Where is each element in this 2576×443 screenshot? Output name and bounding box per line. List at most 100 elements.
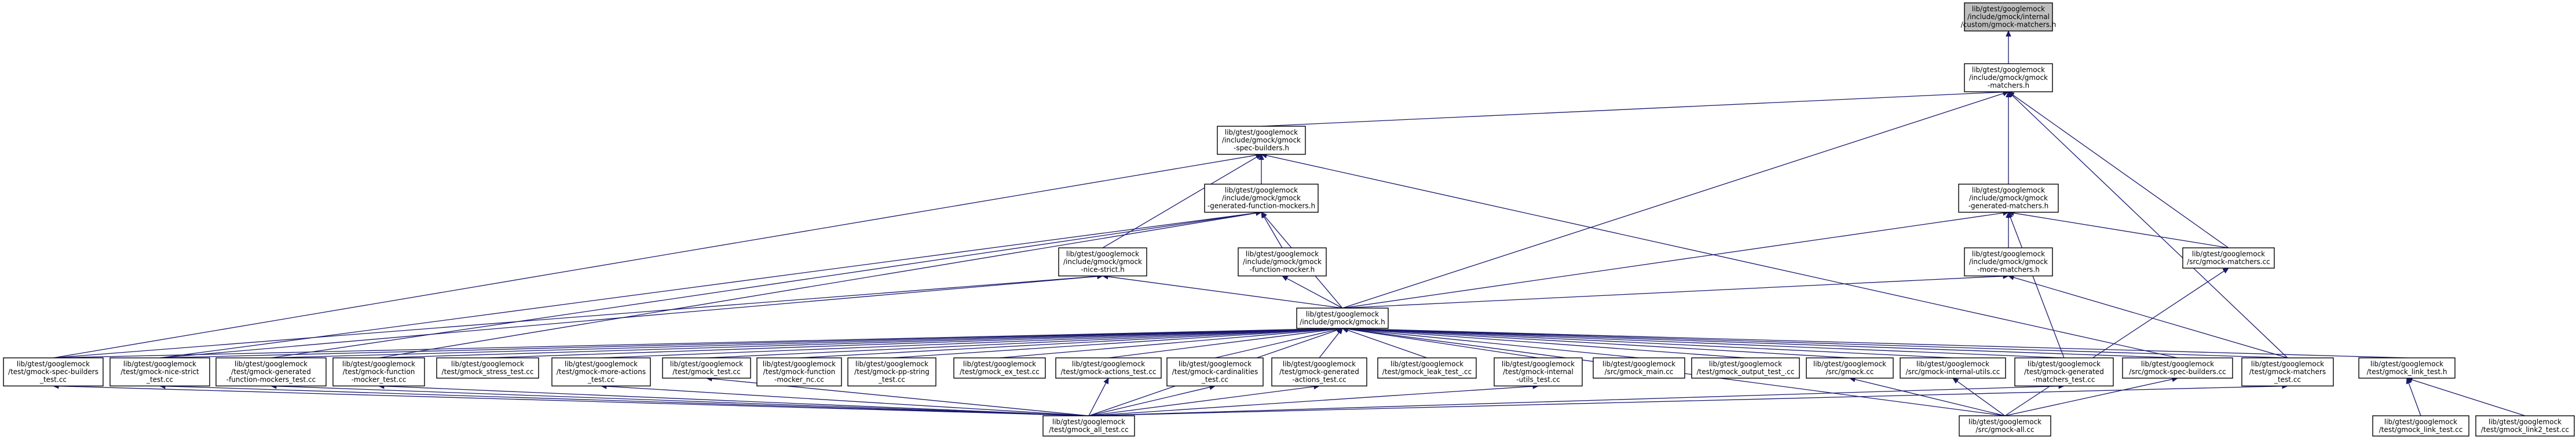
node-t_link2[interactable]: lib/gtest/googlemock/test/gmock_link2_te… bbox=[2475, 415, 2575, 437]
node-box[interactable] bbox=[1204, 184, 1319, 213]
node-t_function_mocker_nc[interactable]: lib/gtest/googlemock/test/gmock-function… bbox=[756, 357, 842, 387]
node-label-line: lib/gtest/googlemock bbox=[963, 360, 1036, 368]
node-root[interactable]: lib/gtest/googlemock/include/gmock/inter… bbox=[1961, 2, 2057, 32]
node-box[interactable] bbox=[2122, 357, 2233, 379]
node-label-line: /include/gmock/gmock bbox=[1222, 136, 1301, 144]
node-box[interactable] bbox=[1271, 357, 1367, 387]
node-gen_function_mockers_h[interactable]: lib/gtest/googlemock/include/gmock/gmock… bbox=[1204, 184, 1319, 213]
node-box[interactable] bbox=[2241, 357, 2334, 387]
node-t_more_actions[interactable]: lib/gtest/googlemock/test/gmock-more-act… bbox=[551, 357, 651, 387]
node-box[interactable] bbox=[551, 357, 651, 387]
node-t_stress[interactable]: lib/gtest/googlemock/test/gmock_stress_t… bbox=[436, 357, 539, 379]
node-src_gmock_main[interactable]: lib/gtest/googlemock/src/gmock_main.cc bbox=[1593, 357, 1685, 379]
node-src_gmock_cc[interactable]: lib/gtest/googlemock/src/gmock.cc bbox=[1806, 357, 1894, 379]
node-t_link[interactable]: lib/gtest/googlemock/test/gmock_link_tes… bbox=[2372, 415, 2469, 437]
node-label-line: /test/gmock-pp-string bbox=[854, 368, 930, 376]
node-box[interactable] bbox=[3, 357, 104, 387]
node-gmock_matchers_h[interactable]: lib/gtest/googlemock/include/gmock/gmock… bbox=[1964, 63, 2053, 93]
node-t_gmock_test[interactable]: lib/gtest/googlemock/test/gmock_test.cc bbox=[662, 357, 751, 379]
node-box[interactable] bbox=[215, 357, 327, 387]
node-src_gmock_matchers_cc[interactable]: lib/gtest/googlemock/src/gmock-matchers.… bbox=[2182, 247, 2275, 269]
node-src_gmock_all[interactable]: lib/gtest/googlemock/src/gmock-all.cc bbox=[1959, 415, 2051, 437]
node-gen_matchers_h[interactable]: lib/gtest/googlemock/include/gmock/gmock… bbox=[1958, 184, 2059, 213]
node-src_internal_utils[interactable]: lib/gtest/googlemock/src/gmock-internal-… bbox=[1900, 357, 2006, 379]
edge-t_gen_function_mockers-to-gmock_h bbox=[270, 328, 1338, 358]
node-box[interactable] bbox=[109, 357, 210, 387]
node-box[interactable] bbox=[1964, 2, 2053, 32]
node-box[interactable] bbox=[2014, 357, 2114, 387]
arrowhead bbox=[2007, 211, 2013, 219]
node-label-line: lib/gtest/googlemock bbox=[855, 360, 928, 368]
node-link_test_h[interactable]: lib/gtest/googlemock/test/gmock_link_tes… bbox=[2358, 357, 2456, 379]
node-box[interactable] bbox=[1238, 247, 1327, 277]
node-t_function_mocker[interactable]: lib/gtest/googlemock/test/gmock-function… bbox=[332, 357, 425, 387]
node-box[interactable] bbox=[1959, 415, 2051, 437]
node-box[interactable] bbox=[1217, 126, 1306, 155]
node-box[interactable] bbox=[2358, 357, 2456, 379]
node-src_spec_builders[interactable]: lib/gtest/googlemock/src/gmock-spec-buil… bbox=[2122, 357, 2233, 379]
node-label-line: /test/gmock-nice-strict bbox=[120, 368, 199, 376]
node-box[interactable] bbox=[1958, 184, 2059, 213]
node-box[interactable] bbox=[1042, 415, 1135, 437]
node-t_leak[interactable]: lib/gtest/googlemock/test/gmock_leak_tes… bbox=[1377, 357, 1477, 379]
node-t_output[interactable]: lib/gtest/googlemock/test/gmock_output_t… bbox=[1691, 357, 1800, 379]
node-label-line: /include/gmock/gmock bbox=[1969, 74, 2048, 82]
node-nice_strict_h[interactable]: lib/gtest/googlemock/include/gmock/gmock… bbox=[1058, 247, 1147, 277]
node-box[interactable] bbox=[1806, 357, 1894, 379]
node-t_matchers[interactable]: lib/gtest/googlemock/test/gmock-matchers… bbox=[2241, 357, 2334, 387]
node-box[interactable] bbox=[2475, 415, 2575, 437]
node-box[interactable] bbox=[2372, 415, 2469, 437]
node-label-line: lib/gtest/googlemock bbox=[670, 360, 743, 368]
edge-t_nice_strict-to-gen_function_mockers_h bbox=[159, 213, 1257, 358]
node-box[interactable] bbox=[1593, 357, 1685, 379]
node-label-line: lib/gtest/googlemock bbox=[2384, 418, 2457, 426]
node-label-line: lib/gtest/googlemock bbox=[1916, 360, 1989, 368]
node-box[interactable] bbox=[756, 357, 842, 387]
node-box[interactable] bbox=[1691, 357, 1800, 379]
node-more_matchers_h[interactable]: lib/gtest/googlemock/include/gmock/gmock… bbox=[1964, 247, 2053, 277]
node-t_gen_function_mockers[interactable]: lib/gtest/googlemock/test/gmock-generate… bbox=[215, 357, 327, 387]
node-t_actions[interactable]: lib/gtest/googlemock/test/gmock-actions_… bbox=[1055, 357, 1162, 379]
node-box[interactable] bbox=[1166, 357, 1264, 387]
node-box[interactable] bbox=[662, 357, 751, 379]
node-t_pp_string[interactable]: lib/gtest/googlemock/test/gmock-pp-strin… bbox=[847, 357, 936, 387]
node-box[interactable] bbox=[1055, 357, 1162, 379]
node-t_ex[interactable]: lib/gtest/googlemock/test/gmock_ex_test.… bbox=[953, 357, 1046, 379]
node-box[interactable] bbox=[1494, 357, 1583, 387]
node-label-line: /test/gmock_link2_test.cc bbox=[2481, 426, 2569, 434]
node-t_spec_builders[interactable]: lib/gtest/googlemock/test/gmock-spec-bui… bbox=[3, 357, 104, 387]
node-box[interactable] bbox=[1377, 357, 1477, 379]
node-box[interactable] bbox=[1964, 247, 2053, 277]
node-t_all[interactable]: lib/gtest/googlemock/test/gmock_all_test… bbox=[1042, 415, 1135, 437]
node-label-line: lib/gtest/googlemock bbox=[1972, 66, 2045, 74]
node-label-line: /test/gmock_output_test_.cc bbox=[1697, 368, 1795, 376]
edge-t_stress-to-gmock_h bbox=[487, 328, 1338, 358]
edge-t_nice_strict-to-gmock_h bbox=[159, 328, 1338, 358]
node-label-line: /src/gmock-internal-utils.cc bbox=[1906, 368, 2000, 376]
node-t_gen_matchers[interactable]: lib/gtest/googlemock/test/gmock-generate… bbox=[2014, 357, 2114, 387]
node-box[interactable] bbox=[1964, 63, 2053, 93]
node-t_cardinalities[interactable]: lib/gtest/googlemock/test/gmock-cardinal… bbox=[1166, 357, 1264, 387]
node-label-line: lib/gtest/googlemock bbox=[2028, 360, 2101, 368]
node-t_nice_strict[interactable]: lib/gtest/googlemock/test/gmock-nice-str… bbox=[109, 357, 210, 387]
node-function_mocker_h[interactable]: lib/gtest/googlemock/include/gmock/gmock… bbox=[1238, 247, 1327, 277]
node-label-line: /test/gmock-actions_test.cc bbox=[1061, 368, 1157, 376]
edge-t_output-to-gmock_h bbox=[1347, 328, 1746, 358]
node-t_internal_utils[interactable]: lib/gtest/googlemock/test/gmock-internal… bbox=[1494, 357, 1583, 387]
node-box[interactable] bbox=[1900, 357, 2006, 379]
edge-t_gen_matchers-to-gen_matchers_h bbox=[2010, 217, 2065, 358]
edge-t_nice_strict-to-nice_strict_h bbox=[159, 276, 1098, 358]
node-box[interactable] bbox=[332, 357, 425, 387]
node-box[interactable] bbox=[1058, 247, 1147, 277]
node-label-line: -matchers.h bbox=[1988, 82, 2029, 90]
node-box[interactable] bbox=[436, 357, 539, 379]
node-gmock_h[interactable]: lib/gtest/googlemock/include/gmock/gmock… bbox=[1296, 307, 1389, 329]
node-t_gen_actions[interactable]: lib/gtest/googlemock/test/gmock-generate… bbox=[1271, 357, 1367, 387]
node-box[interactable] bbox=[847, 357, 936, 387]
node-box[interactable] bbox=[2182, 247, 2275, 269]
node-box[interactable] bbox=[1296, 307, 1389, 329]
node-label-line: lib/gtest/googlemock bbox=[2489, 418, 2562, 426]
node-gmock_spec_builders_h[interactable]: lib/gtest/googlemock/include/gmock/gmock… bbox=[1217, 126, 1306, 155]
edge-t_gen_matchers-to-gmock_h bbox=[1347, 328, 2065, 358]
node-box[interactable] bbox=[953, 357, 1046, 379]
